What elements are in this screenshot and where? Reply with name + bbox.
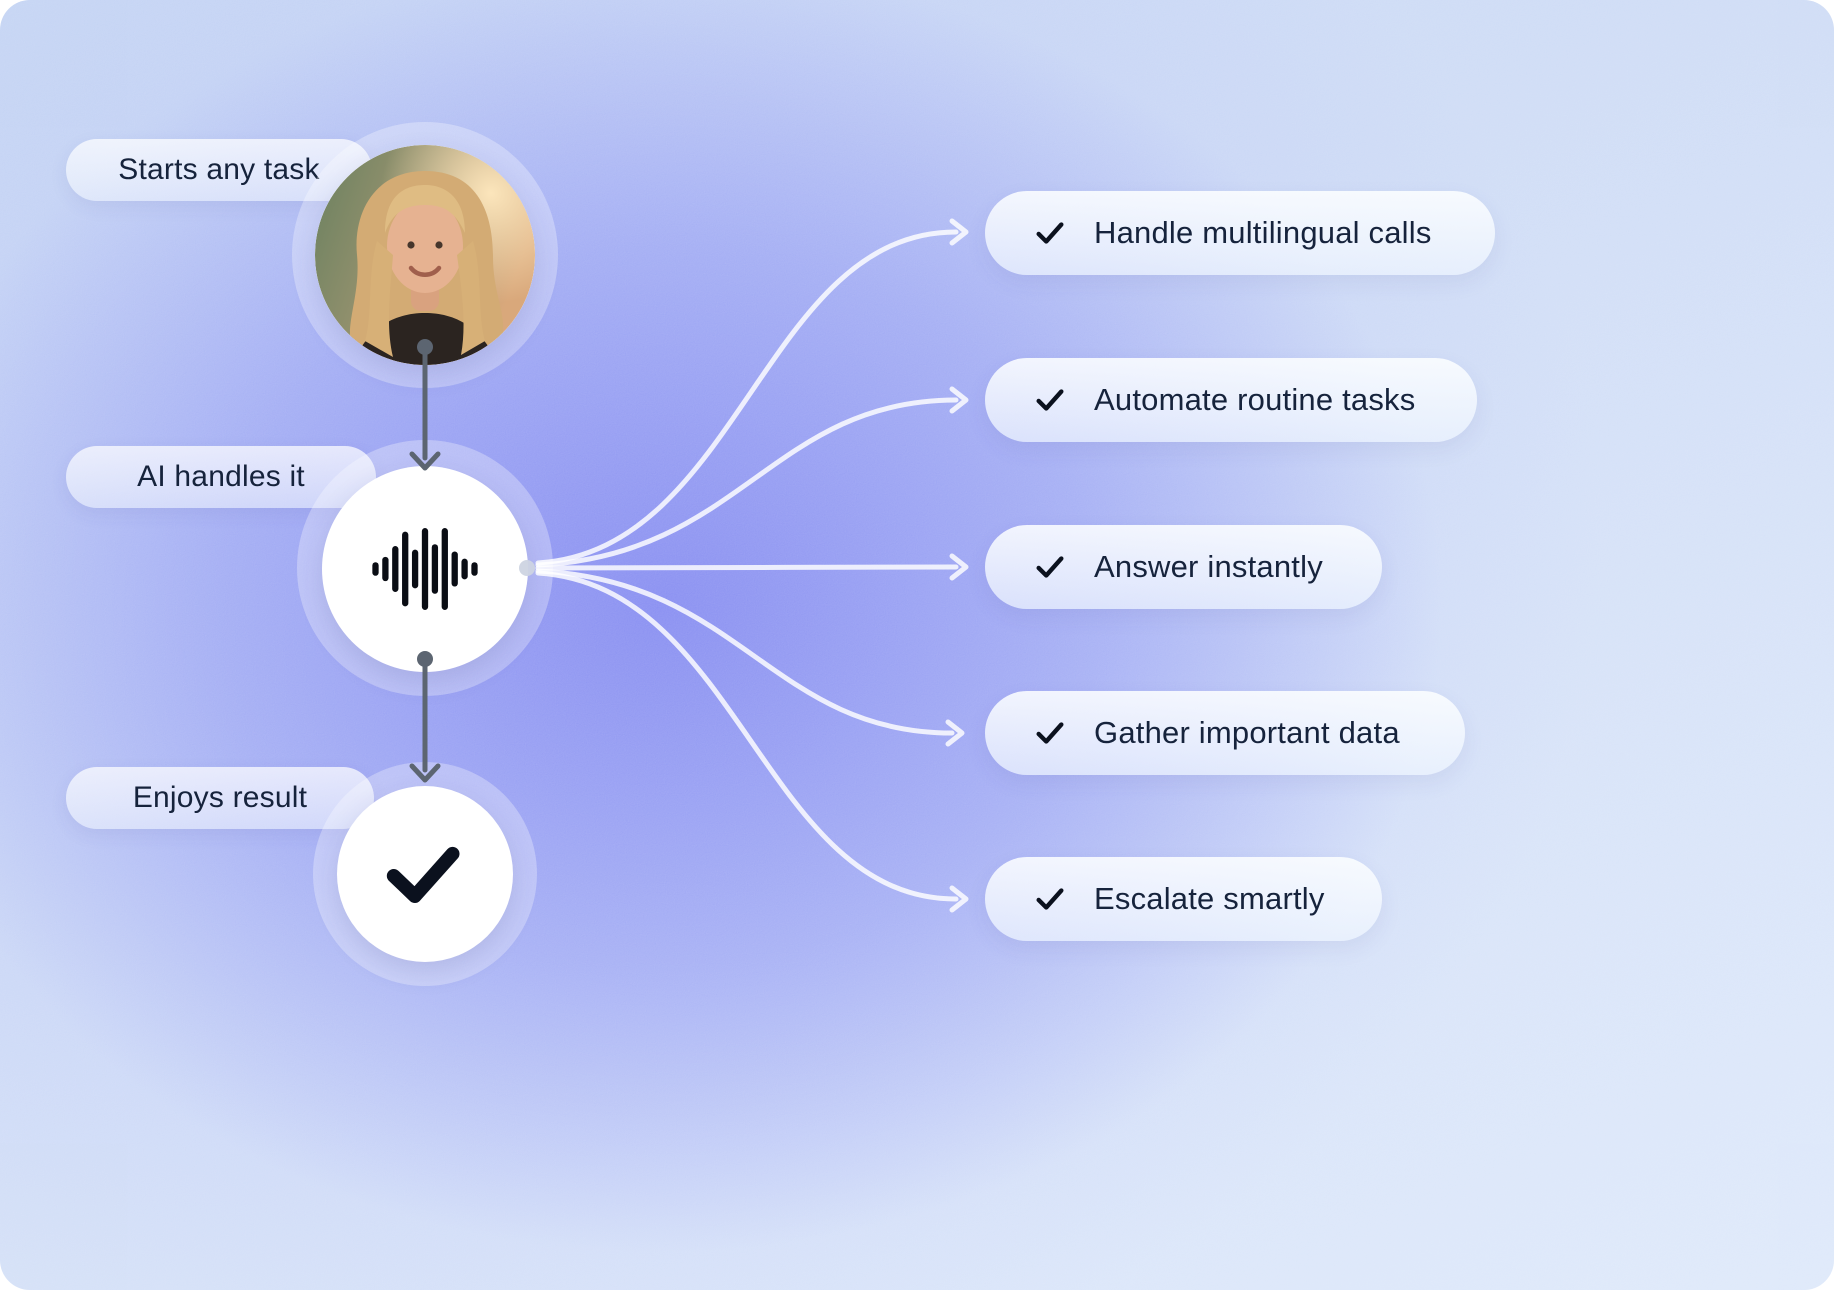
check-icon: [1033, 383, 1067, 417]
feature-answer-instantly: Answer instantly: [985, 525, 1382, 609]
step-label-text: Enjoys result: [132, 781, 308, 814]
step-label-text: AI handles it: [137, 460, 305, 493]
user-avatar-node: [315, 145, 535, 365]
check-icon: [1033, 216, 1067, 250]
feature-escalate-smartly: Escalate smartly: [985, 857, 1382, 941]
ai-voice-node: [322, 466, 528, 672]
waveform-icon: [372, 528, 478, 610]
check-icon: [1033, 882, 1067, 916]
check-icon: [386, 846, 460, 903]
check-icon: [1033, 550, 1067, 584]
step-label-text: Starts any task: [118, 153, 320, 186]
feature-label: Answer instantly: [1094, 549, 1323, 584]
feature-label: Escalate smartly: [1094, 881, 1325, 916]
feature-automate-routine-tasks: Automate routine tasks: [985, 358, 1477, 442]
feature-gather-important-data: Gather important data: [985, 691, 1465, 775]
result-node: [337, 786, 513, 962]
feature-label: Automate routine tasks: [1094, 382, 1416, 417]
feature-label: Gather important data: [1094, 715, 1400, 750]
fan-connector-lines: [519, 218, 969, 913]
check-icon: [1033, 716, 1067, 750]
feature-handle-multilingual-calls: Handle multilingual calls: [985, 191, 1495, 275]
avatar-photo: [315, 145, 535, 365]
feature-label: Handle multilingual calls: [1094, 215, 1432, 250]
